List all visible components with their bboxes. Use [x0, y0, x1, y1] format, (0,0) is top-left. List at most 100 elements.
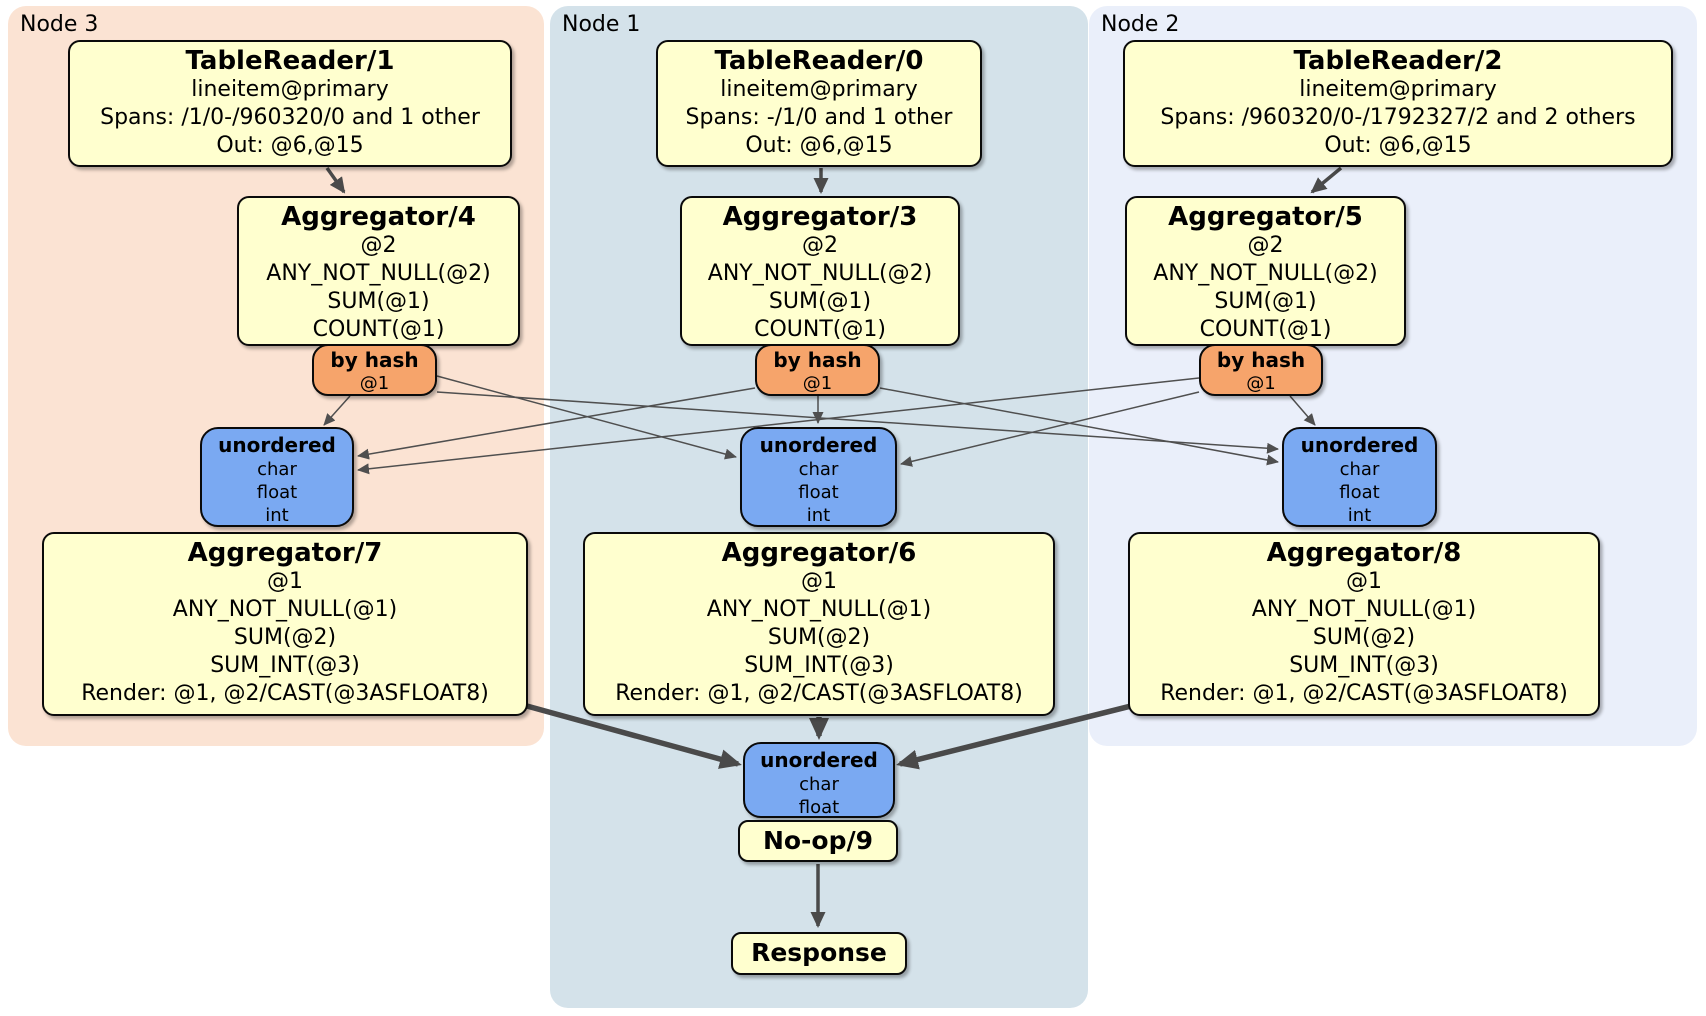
sync-unordered-node2-line-2: int: [1347, 505, 1372, 526]
edge-aggregator-7-to-final-sync: [504, 697, 742, 769]
aggregator-8-line-3: SUM_INT(@3): [1289, 653, 1439, 678]
aggregator-3-line-0: @2: [802, 233, 838, 258]
aggregator-7-line-0: @1: [267, 569, 303, 594]
aggregator-4-title: Aggregator/4: [281, 202, 476, 232]
sync-unordered-node2-line-1: float: [1339, 482, 1380, 503]
panel-label-node1: Node 1: [562, 12, 641, 37]
edge-tablereader-2-to-aggregator-5: [1310, 166, 1343, 194]
router-by-hash-node2: by hash@1: [1199, 344, 1323, 396]
noop-9: No-op/9: [738, 820, 898, 862]
sync-unordered-node3-line-2: int: [265, 505, 289, 526]
tablereader-0-line-2: Out: @6,@15: [745, 133, 893, 158]
tablereader-2-line-0: lineitem@primary: [1299, 77, 1497, 102]
aggregator-8-line-0: @1: [1346, 569, 1382, 594]
aggregator-4-line-1: ANY_NOT_NULL(@2): [266, 261, 491, 286]
tablereader-1-line-2: Out: @6,@15: [216, 133, 364, 158]
tablereader-0-line-0: lineitem@primary: [720, 77, 918, 102]
router-by-hash-node3: by hash@1: [312, 344, 437, 396]
noop-9-title: No-op/9: [762, 826, 874, 855]
aggregator-3-line-2: SUM(@1): [768, 289, 872, 314]
router-by-hash-node1: by hash@1: [755, 344, 880, 396]
aggregator-6-line-3: SUM_INT(@3): [744, 653, 894, 678]
tablereader-0-line-1: Spans: -/1/0 and 1 other: [685, 105, 953, 130]
aggregator-8-line-2: SUM(@2): [1312, 625, 1416, 650]
router-by-hash-node3-line-0: @1: [359, 373, 390, 394]
aggregator-5-line-0: @2: [1247, 233, 1284, 258]
aggregator-4-line-3: COUNT(@1): [312, 317, 445, 342]
aggregator-7-line-1: ANY_NOT_NULL(@1): [172, 597, 398, 622]
sync-unordered-node3-line-0: char: [257, 459, 297, 480]
sync-unordered-node1-line-0: char: [798, 459, 839, 480]
sync-unordered-node2-title: unordered: [1300, 433, 1419, 457]
aggregator-5-line-3: COUNT(@1): [1199, 317, 1332, 342]
aggregator-6-line-2: SUM(@2): [767, 625, 871, 650]
tablereader-2-line-1: Spans: /960320/0-/1792327/2 and 2 others: [1160, 105, 1636, 130]
panel-label-node3: Node 3: [20, 12, 99, 37]
sync-unordered-node1-line-1: float: [798, 482, 839, 503]
router-by-hash-node2-line-0: @1: [1246, 373, 1276, 394]
aggregator-8-title: Aggregator/8: [1266, 538, 1462, 568]
edge-hash1-to-sync2: [879, 387, 1279, 466]
edge-hash2-to-sync3: [357, 377, 1200, 475]
tablereader-1-line-1: Spans: /1/0-/960320/0 and 1 other: [100, 105, 480, 130]
sync-unordered-final-line-1: float: [798, 797, 840, 818]
sync-unordered-node2-line-0: char: [1339, 459, 1380, 480]
sync-unordered-node3-line-1: float: [256, 482, 298, 503]
edge-hash1-to-sync3: [357, 387, 756, 460]
response-title: Response: [751, 938, 887, 967]
aggregator-5-line-1: ANY_NOT_NULL(@2): [1153, 261, 1378, 286]
router-by-hash-node2-title: by hash: [1216, 348, 1306, 372]
aggregator-6-line-0: @1: [801, 569, 837, 594]
tablereader-1-title: TableReader/1: [185, 46, 395, 76]
router-by-hash-node1-line-0: @1: [802, 373, 833, 394]
tablereader-2-title: TableReader/2: [1293, 46, 1503, 76]
aggregator-7-line-4: Render: @1, @2/CAST(@3ASFLOAT8): [81, 681, 489, 706]
edge-hash3-to-sync3: [323, 395, 351, 426]
tablereader-2-line-2: Out: @6,@15: [1324, 133, 1472, 158]
sync-unordered-final-title: unordered: [760, 748, 878, 772]
aggregator-4-line-0: @2: [360, 233, 397, 258]
aggregator-5-title: Aggregator/5: [1168, 202, 1363, 232]
sync-unordered-node1-title: unordered: [759, 433, 878, 457]
aggregator-6-line-1: ANY_NOT_NULL(@1): [706, 597, 932, 622]
tablereader-1-line-0: lineitem@primary: [191, 77, 389, 102]
router-by-hash-node1-title: by hash: [773, 348, 862, 372]
sync-unordered-final-line-0: char: [799, 774, 839, 795]
panel-label-node2: Node 2: [1101, 12, 1180, 37]
aggregator-5-line-2: SUM(@1): [1214, 289, 1317, 314]
edge-aggregator-8-to-final-sync: [896, 697, 1156, 770]
aggregator-6-title: Aggregator/6: [721, 538, 917, 568]
aggregator-3-line-1: ANY_NOT_NULL(@2): [707, 261, 933, 286]
aggregator-4-line-2: SUM(@1): [327, 289, 430, 314]
aggregator-8-line-1: ANY_NOT_NULL(@1): [1251, 597, 1477, 622]
aggregator-7-line-3: SUM_INT(@3): [210, 653, 360, 678]
sync-unordered-node1-line-2: int: [806, 505, 831, 526]
aggregator-3-line-3: COUNT(@1): [754, 317, 886, 342]
edge-hash2-to-sync2: [1289, 395, 1316, 426]
aggregator-6-line-4: Render: @1, @2/CAST(@3ASFLOAT8): [615, 681, 1023, 706]
edge-hash3-to-sync2: [436, 391, 1279, 454]
aggregator-3-title: Aggregator/3: [722, 202, 918, 232]
edge-hash2-to-sync1: [900, 391, 1200, 467]
aggregator-8-line-4: Render: @1, @2/CAST(@3ASFLOAT8): [1160, 681, 1568, 706]
sync-unordered-node3-title: unordered: [218, 433, 336, 457]
router-by-hash-node3-title: by hash: [330, 348, 419, 372]
aggregator-7-line-2: SUM(@2): [233, 625, 337, 650]
edge-tablereader-1-to-aggregator-4: [325, 166, 346, 194]
response: Response: [731, 932, 907, 975]
tablereader-0-title: TableReader/0: [714, 46, 924, 76]
